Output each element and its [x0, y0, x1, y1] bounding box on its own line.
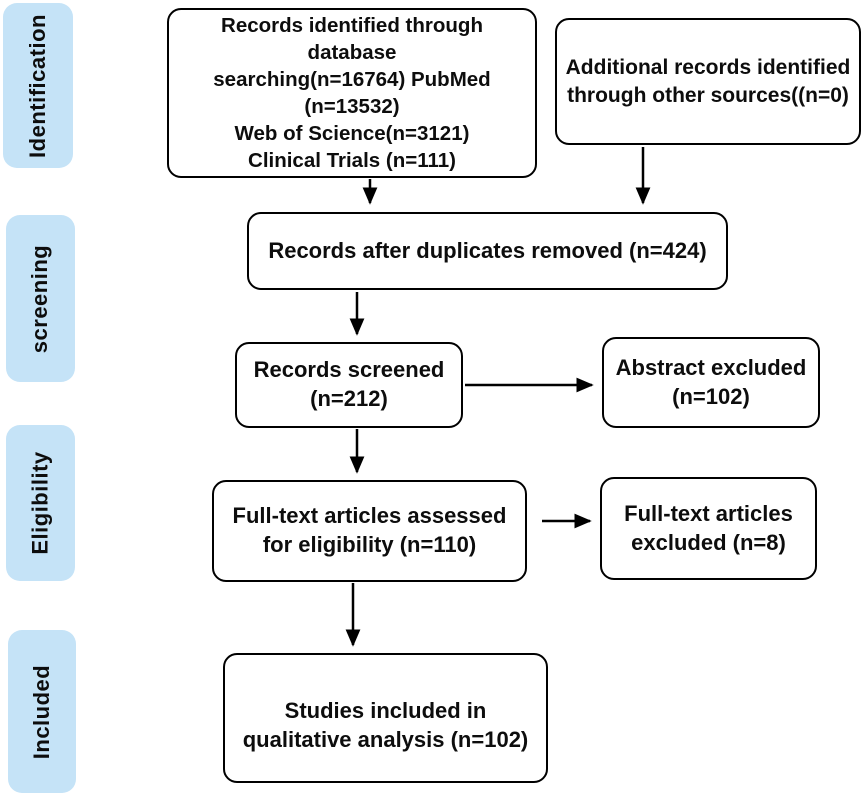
box-abstract-excluded: Abstract excluded (n=102) — [602, 337, 820, 428]
box-fulltext-excluded: Full-text articles excluded (n=8) — [600, 477, 817, 580]
box-fulltext-assessed: Full-text articles assessed for eligibil… — [212, 480, 527, 582]
box-line: qualitative analysis (n=102) — [242, 727, 529, 752]
box-line: Full-text articles — [624, 500, 793, 526]
box-line: Studies included in — [284, 698, 487, 724]
box-line: Additional records identified — [565, 56, 851, 80]
box-line: through other sources((n=0) — [567, 83, 849, 107]
box-line: Records screened — [253, 357, 445, 383]
stage-label-screening: screening — [6, 215, 75, 382]
box-records-screened: Records screened (n=212) — [235, 342, 463, 428]
stage-label-text: screening — [27, 244, 53, 353]
box-line: for eligibility (n=110) — [262, 532, 477, 557]
box-line: Full-text articles assessed — [232, 503, 507, 529]
box-line: Web of Science(n=3121) — [234, 122, 470, 145]
box-additional-records: Additional records identified through ot… — [555, 18, 861, 145]
stage-label-eligibility: Eligibility — [6, 425, 75, 581]
stage-label-text: Eligibility — [27, 451, 53, 555]
box-line: Records after duplicates removed (n=424) — [268, 237, 707, 263]
box-line: Records identified through — [221, 14, 483, 37]
stage-label-text: Included — [29, 664, 55, 759]
box-duplicates-removed: Records after duplicates removed (n=424) — [247, 212, 728, 290]
box-line: Clinical Trials (n=111) — [248, 149, 456, 172]
box-line: searching(n=16764) PubMed — [213, 68, 491, 91]
box-line: (n=102) — [672, 383, 750, 409]
box-studies-included: Studies included in qualitative analysis… — [223, 653, 548, 783]
stage-label-identification: Identification — [3, 3, 73, 168]
box-line: database — [307, 41, 397, 64]
box-records-identified: Records identified through database sear… — [167, 8, 537, 178]
stage-label-included: Included — [8, 630, 76, 793]
stage-label-text: Identification — [25, 13, 51, 158]
box-line: excluded (n=8) — [631, 529, 786, 555]
box-line: (n=212) — [310, 386, 388, 411]
box-line: Abstract excluded — [615, 354, 807, 380]
box-line: (n=13532) — [304, 95, 400, 118]
